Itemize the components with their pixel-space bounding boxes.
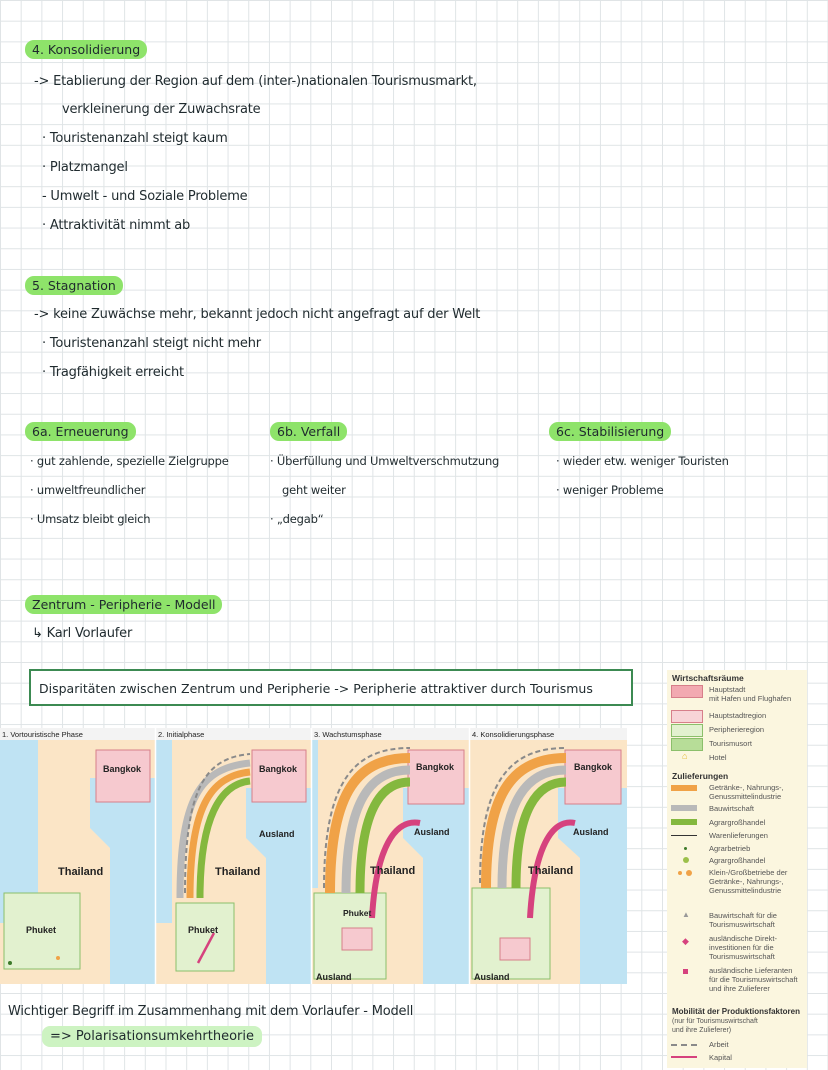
phase-label-3: 3. Wachstumsphase <box>314 730 382 739</box>
legend-agrarbetrieb: Agrarbetrieb <box>709 844 751 853</box>
footer-line-2: => Polarisationsumkehrtheorie <box>42 1026 262 1047</box>
phase-panel-3 <box>312 728 469 984</box>
phase-label-4: 4. Konsolidierungsphase <box>472 730 554 739</box>
section-5-bullet-2: · Tragfähigkeit erreicht <box>42 365 184 380</box>
legend-kleinbetriebe: Klein-/Großbetriebe der Getränke-, Nahru… <box>709 868 788 895</box>
thailand-label-4: Thailand <box>528 865 573 877</box>
phuket-label-1: Phuket <box>26 925 56 935</box>
section-6a-bullet-3: · Umsatz bleibt gleich <box>30 512 151 526</box>
vorlaufer-diagram: 1. Vortouristische Phase 2. Initialphase… <box>0 728 627 984</box>
square-icon <box>683 969 688 974</box>
legend-hotel: Hotel <box>709 753 727 762</box>
phuket-label-3: Phuket <box>343 908 372 918</box>
section-6b-heading: 6b. Verfall <box>270 422 348 441</box>
section-6b-bullet-1: · Überfüllung und Umweltverschmutzung <box>270 454 500 468</box>
section-4-bullet-2: · Platzmangel <box>42 160 128 175</box>
thailand-label-2: Thailand <box>215 866 260 878</box>
phase-label-1: 1. Vortouristische Phase <box>2 730 83 739</box>
bangkok-label-2: Bangkok <box>259 764 298 774</box>
green-arrow-icon <box>671 819 697 825</box>
phase-panel-2 <box>156 728 311 984</box>
legend-peripherie: Peripherieregion <box>709 725 765 734</box>
zpm-author: ↳ Karl Vorlaufer <box>32 626 133 641</box>
section-4-bullet-3: - Umwelt - und Soziale Probleme <box>42 189 248 204</box>
section-4-bullet-1: · Touristenanzahl steigt kaum <box>42 131 228 146</box>
legend-warenlieferungen: Warenlieferungen <box>709 831 768 840</box>
section-5-heading: 5. Stagnation <box>25 276 123 295</box>
circle-icon <box>683 857 689 863</box>
legend-tourismusort: Tourismusort <box>709 739 752 748</box>
thailand-label-3: Thailand <box>370 865 415 877</box>
legend-getraenke: Getränke-, Nahrungs-, Genussmittelindust… <box>709 783 784 801</box>
ausland-label-4b: Ausland <box>474 972 510 982</box>
zpm-heading: Zentrum - Peripherie - Modell <box>25 595 223 614</box>
section-6c-bullet-1: · wieder etw. weniger Touristen <box>556 454 729 468</box>
magenta-arrow-icon <box>671 1056 697 1058</box>
bangkok-label-3: Bangkok <box>416 762 455 772</box>
section-4-bullet-4: · Attraktivität nimmt ab <box>42 218 191 233</box>
legend-kapital: Kapital <box>709 1053 732 1062</box>
section-6a-heading: 6a. Erneuerung <box>25 422 136 441</box>
legend-arbeit: Arbeit <box>709 1040 729 1049</box>
section-4-line-2: verkleinerung der Zuwachsrate <box>62 102 261 117</box>
legend-bauwirtschaft: Bauwirtschaft <box>709 804 755 813</box>
legend-swatch-peripherie <box>671 724 703 737</box>
orange-arrow-icon <box>671 785 697 791</box>
thailand-label-1: Thailand <box>58 866 103 878</box>
thin-arrow-icon <box>671 835 697 836</box>
legend-mobilitaet-sub: (nur für Tourismuswirtschaft und ihre Zu… <box>672 1018 758 1034</box>
legend-swatch-hauptstadt <box>671 685 703 698</box>
ausland-label-4: Ausland <box>573 827 609 837</box>
legend-agrargrosshandel-2: Agrargroßhandel <box>709 856 766 865</box>
section-6c-bullet-2: · weniger Probleme <box>556 483 664 497</box>
bangkok-label-4: Bangkok <box>574 762 613 772</box>
phase-panel-1 <box>0 728 155 984</box>
bangkok-label-1: Bangkok <box>103 764 142 774</box>
phase-panel-4 <box>470 728 627 984</box>
section-6b-line-2: geht weiter <box>282 483 346 497</box>
section-5-line-1: -> keine Zuwächse mehr, bekannt jedoch n… <box>34 307 481 322</box>
triangle-icon: ▲ <box>682 910 690 919</box>
legend-title-zulieferungen: Zulieferungen <box>672 771 729 781</box>
legend-auslaendische-lieferanten: ausländische Lieferanten für die Tourism… <box>709 966 798 993</box>
legend-title-mobilitaet: Mobilität der Produktionsfaktoren <box>672 1007 801 1016</box>
phase-label-2: 2. Initialphase <box>158 730 204 739</box>
section-4-heading: 4. Konsolidierung <box>25 40 148 59</box>
diagram-legend: Wirtschaftsräume Hauptstadt mit Hafen un… <box>667 670 807 1068</box>
section-6a-bullet-2: · umweltfreundlicher <box>30 483 146 497</box>
ausland-label-3b: Ausland <box>316 972 352 982</box>
section-6c-heading: 6c. Stabilisierung <box>549 422 672 441</box>
legend-swatch-tourismusort <box>671 738 703 751</box>
small-orange-dot-icon <box>678 871 682 875</box>
disparity-box: Disparitäten zwischen Zentrum und Periph… <box>29 669 633 706</box>
legend-swatch-hauptstadtregion <box>671 710 703 723</box>
legend-title-wirtschaftsraeume: Wirtschaftsräume <box>672 673 744 683</box>
legend-agrargrosshandel: Agrargroßhandel <box>709 818 766 827</box>
gray-arrow-icon <box>671 805 697 811</box>
section-6a-bullet-1: · gut zahlende, spezielle Zielgruppe <box>30 454 229 468</box>
large-orange-dot-icon <box>686 870 692 876</box>
footer-line-1: Wichtiger Begriff im Zusammenhang mit de… <box>8 1004 414 1019</box>
dot-icon <box>684 847 687 850</box>
legend-direktinvestitionen: ausländische Direkt- investitionen für d… <box>709 934 777 961</box>
legend-bauwirtschaft-tourismus: Bauwirtschaft für die Tourismuswirtschaf… <box>709 911 777 929</box>
ausland-label-2: Ausland <box>259 829 295 839</box>
diamond-icon: ◆ <box>682 936 689 946</box>
legend-hauptstadtregion: Hauptstadtregion <box>709 711 767 720</box>
ausland-label-3: Ausland <box>414 827 450 837</box>
disparity-text: Disparitäten zwischen Zentrum und Periph… <box>39 681 593 696</box>
section-5-bullet-1: · Touristenanzahl steigt nicht mehr <box>42 336 261 351</box>
section-4-line-1: -> Etablierung der Region auf dem (inter… <box>34 74 477 89</box>
legend-hauptstadt: Hauptstadt mit Hafen und Flughafen <box>709 685 792 703</box>
section-6b-bullet-2: · „degab“ <box>270 512 324 526</box>
phuket-label-2: Phuket <box>188 925 218 935</box>
hotel-icon: ⌂ <box>682 751 688 761</box>
dashed-arrow-icon <box>671 1044 697 1046</box>
